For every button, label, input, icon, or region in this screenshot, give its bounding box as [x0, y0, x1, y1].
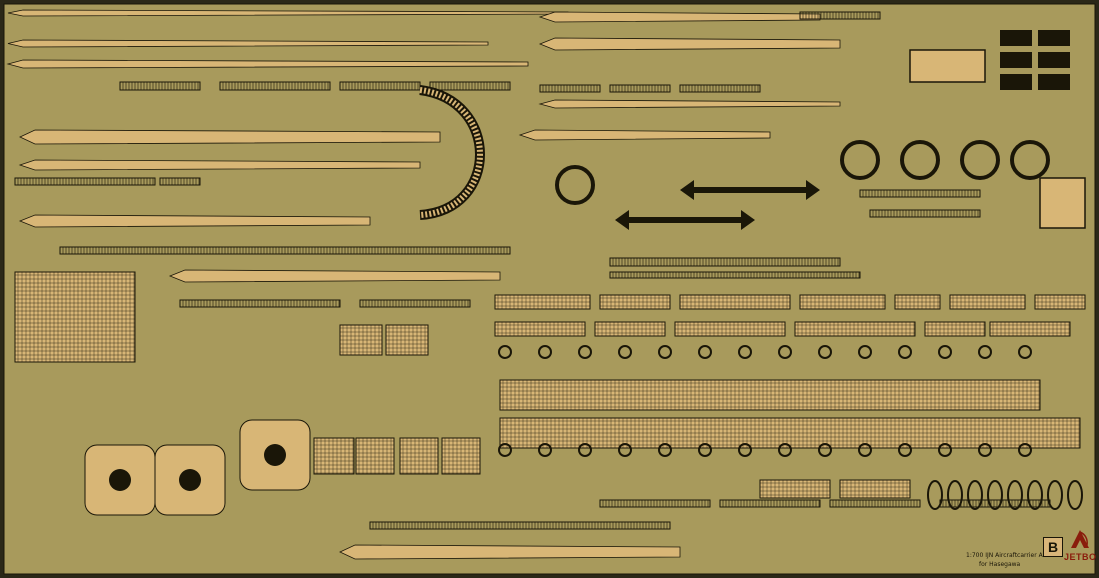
- oval-frame-part: [987, 480, 1003, 510]
- small-ring-part: [818, 443, 832, 457]
- hull-strip: [339, 544, 681, 560]
- sheet-letter: B: [1043, 537, 1063, 557]
- small-ring-part: [698, 345, 712, 359]
- small-ring-part: [658, 345, 672, 359]
- hatch-part: [1000, 30, 1032, 46]
- small-ring-part: [538, 443, 552, 457]
- small-ring-part: [738, 443, 752, 457]
- hull-strip: [6, 59, 529, 69]
- loop-part: [555, 165, 595, 205]
- small-ring-part: [698, 443, 712, 457]
- sheet-caption-sub: for Hasegawa: [979, 561, 1021, 568]
- hull-strip: [538, 37, 841, 51]
- loop-part: [1010, 140, 1050, 180]
- hull-strip: [19, 129, 441, 145]
- oval-frame-part: [1047, 480, 1063, 510]
- small-ring-part: [578, 443, 592, 457]
- mesh-panel: [313, 437, 355, 475]
- hull-strip: [518, 129, 771, 141]
- brand-logo-icon: [1071, 530, 1089, 548]
- small-ring-part: [858, 443, 872, 457]
- loop-part: [900, 140, 940, 180]
- oval-frame-part: [947, 480, 963, 510]
- small-ring-part: [898, 443, 912, 457]
- oval-frame-part: [1007, 480, 1023, 510]
- hatch-part: [1038, 52, 1070, 68]
- crane-arm: [615, 210, 755, 230]
- hatch-part: [1000, 52, 1032, 68]
- oval-frame-part: [1027, 480, 1043, 510]
- crane-arm: [680, 180, 820, 200]
- hull-strip: [7, 39, 489, 48]
- small-ring-part: [978, 345, 992, 359]
- small-ring-part: [898, 345, 912, 359]
- small-ring-part: [938, 443, 952, 457]
- deck-block: [909, 49, 986, 83]
- small-ring-part: [818, 345, 832, 359]
- mesh-panel: [14, 271, 136, 363]
- small-ring-part: [618, 443, 632, 457]
- curved-catwalk-rungs: [419, 87, 483, 218]
- bulkhead-panel: [1039, 177, 1086, 229]
- oval-frame-part: [1067, 480, 1083, 510]
- sheet-caption: 1:700 IJN Aircraftcarrier AKAGI: [966, 552, 1057, 559]
- small-ring-part: [578, 345, 592, 359]
- small-ring-part: [738, 345, 752, 359]
- small-ring-part: [538, 345, 552, 359]
- small-ring-part: [498, 443, 512, 457]
- loop-part: [840, 140, 880, 180]
- brand-name: JETBO: [1064, 552, 1097, 562]
- small-ring-part: [618, 345, 632, 359]
- hull-strip: [538, 11, 821, 23]
- small-ring-part: [858, 345, 872, 359]
- small-ring-part: [778, 443, 792, 457]
- hull-strip: [168, 269, 501, 283]
- hatch-part: [1038, 30, 1070, 46]
- small-ring-part: [1018, 443, 1032, 457]
- gun-mount-hole: [109, 469, 131, 491]
- small-ring-part: [778, 345, 792, 359]
- hatch-part: [1038, 74, 1070, 90]
- hull-strip: [18, 159, 421, 171]
- small-ring-part: [978, 443, 992, 457]
- oval-frame-part: [927, 480, 943, 510]
- hatch-part: [1000, 74, 1032, 90]
- small-ring-part: [938, 345, 952, 359]
- small-ring-part: [498, 345, 512, 359]
- gun-mount-hole: [179, 469, 201, 491]
- small-ring-part: [1018, 345, 1032, 359]
- hull-strip: [18, 214, 371, 228]
- oval-frame-part: [967, 480, 983, 510]
- gun-mount-hole: [264, 444, 286, 466]
- hull-strip: [538, 99, 841, 109]
- small-ring-part: [658, 443, 672, 457]
- loop-part: [960, 140, 1000, 180]
